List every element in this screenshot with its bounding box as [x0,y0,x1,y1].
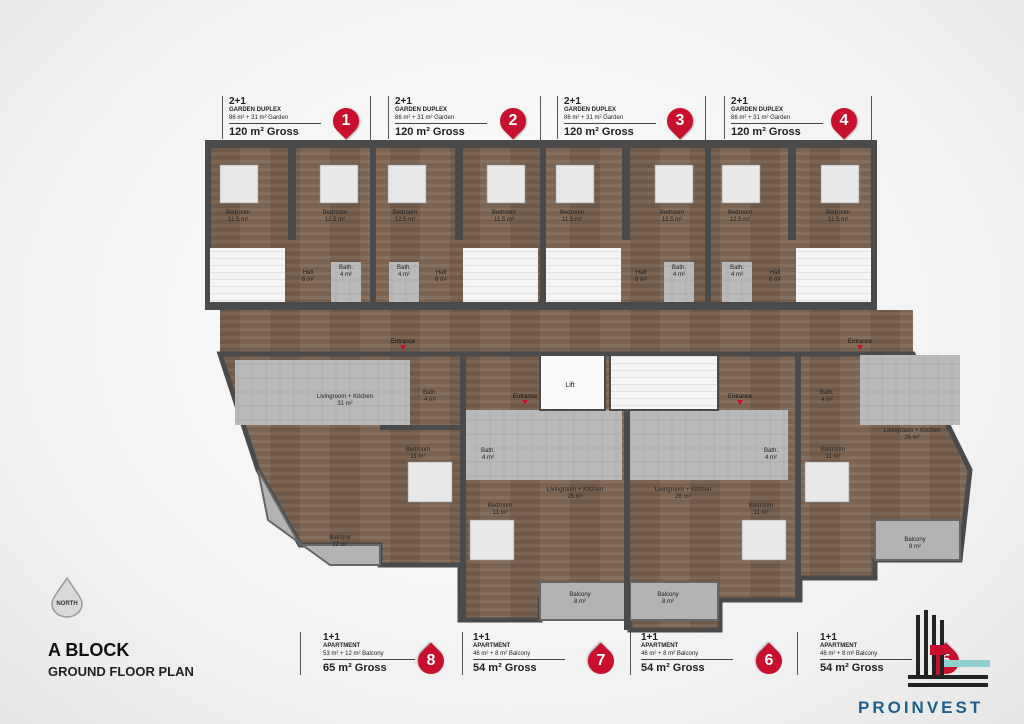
unit-number-pin-2: 2 [494,102,532,140]
unit-header-1: 2+1 GARDEN DUPLEX 86 m² + 31 m² Garden 1… [222,96,389,139]
unit-area: 46 m² + 8 m² Balcony [820,650,912,660]
unit-area: 86 m² + 31 m² Garden [564,114,656,124]
unit-rooms: 1+1 [323,632,340,643]
unit-number-pin-7: 7 [582,642,620,680]
unit-type: APARTMENT [323,643,361,649]
entrance-marker: Entrance [840,339,880,350]
entrance-marker: Entrance [720,394,760,405]
entrance-marker: Entrance [383,339,423,350]
lift-label: Lift [565,382,575,389]
unit-rooms: 2+1 [229,96,246,107]
unit-rooms: 1+1 [820,632,837,643]
unit-area: 53 m² + 12 m² Balcony [323,650,415,660]
unit-header-6: 1+1 APARTMENT 46 m² + 8 m² Balcony 54 m²… [630,632,797,675]
compass-label: NORTH [56,601,78,607]
unit-header-5: 1+1 APARTMENT 46 m² + 8 m² Balcony 54 m²… [797,632,964,675]
proinvest-logo [900,605,1000,695]
entrance-marker: Entrance [505,394,545,405]
unit-area: 86 m² + 31 m² Garden [229,114,321,124]
unit-gross: 54 m² Gross [473,662,537,674]
unit-gross: 65 m² Gross [323,662,387,674]
unit-gross: 120 m² Gross [564,126,634,138]
unit-gross: 54 m² Gross [820,662,884,674]
unit-header-2: 2+1 GARDEN DUPLEX 86 m² + 31 m² Garden 1… [388,96,555,139]
room-label: Bath.4 m² [671,265,686,278]
room-label: Bath.4 m² [396,265,411,278]
room-label: Bath.4 m² [338,265,353,278]
unit-header-8: 1+1 APARTMENT 53 m² + 12 m² Balcony 65 m… [300,632,467,675]
corridor-floor [220,310,913,354]
unit-number-pin-6: 6 [750,642,788,680]
unit-area: 86 m² + 31 m² Garden [731,114,823,124]
unit-area: 46 m² + 8 m² Balcony [473,650,565,660]
unit-number-pin-3: 3 [661,102,699,140]
unit-area: 86 m² + 31 m² Garden [395,114,487,124]
unit-number-pin-1: 1 [327,102,365,140]
unit-rooms: 1+1 [473,632,490,643]
unit-header-3: 2+1 GARDEN DUPLEX 86 m² + 31 m² Garden 1… [557,96,724,139]
unit-type: GARDEN DUPLEX [229,107,282,113]
unit-gross: 120 m² Gross [395,126,465,138]
unit-gross: 54 m² Gross [641,662,705,674]
room-label: Bath.4 m² [819,390,834,403]
unit-number-pin-4: 4 [825,102,863,140]
unit-number-pin-8: 8 [412,642,450,680]
unit-header-4: 2+1 GARDEN DUPLEX 86 m² + 31 m² Garden 1… [724,96,891,139]
north-compass-icon: NORTH [48,576,86,618]
unit-rooms: 2+1 [731,96,748,107]
plan-title: A BLOCK [48,640,130,660]
room-label: Bath.4 m² [763,448,778,461]
unit-rooms: 2+1 [395,96,412,107]
unit-header-7: 1+1 APARTMENT 46 m² + 8 m² Balcony 54 m²… [462,632,629,675]
unit-type: GARDEN DUPLEX [731,107,784,113]
room-label: Bath.4 m² [422,390,437,403]
unit-rooms: 1+1 [641,632,658,643]
unit-gross: 120 m² Gross [229,126,299,138]
unit-type: GARDEN DUPLEX [395,107,448,113]
unit-type: APARTMENT [820,643,858,649]
unit-area: 46 m² + 8 m² Balcony [641,650,733,660]
unit-rooms: 2+1 [564,96,581,107]
brand-name: PROINVEST [858,698,984,717]
unit-type: APARTMENT [641,643,679,649]
room-label: Bath.4 m² [480,448,495,461]
plan-subtitle: GROUND FLOOR PLAN [48,664,194,679]
room-label: Bath.4 m² [729,265,744,278]
unit-type: GARDEN DUPLEX [564,107,617,113]
unit-gross: 120 m² Gross [731,126,801,138]
unit-type: APARTMENT [473,643,511,649]
